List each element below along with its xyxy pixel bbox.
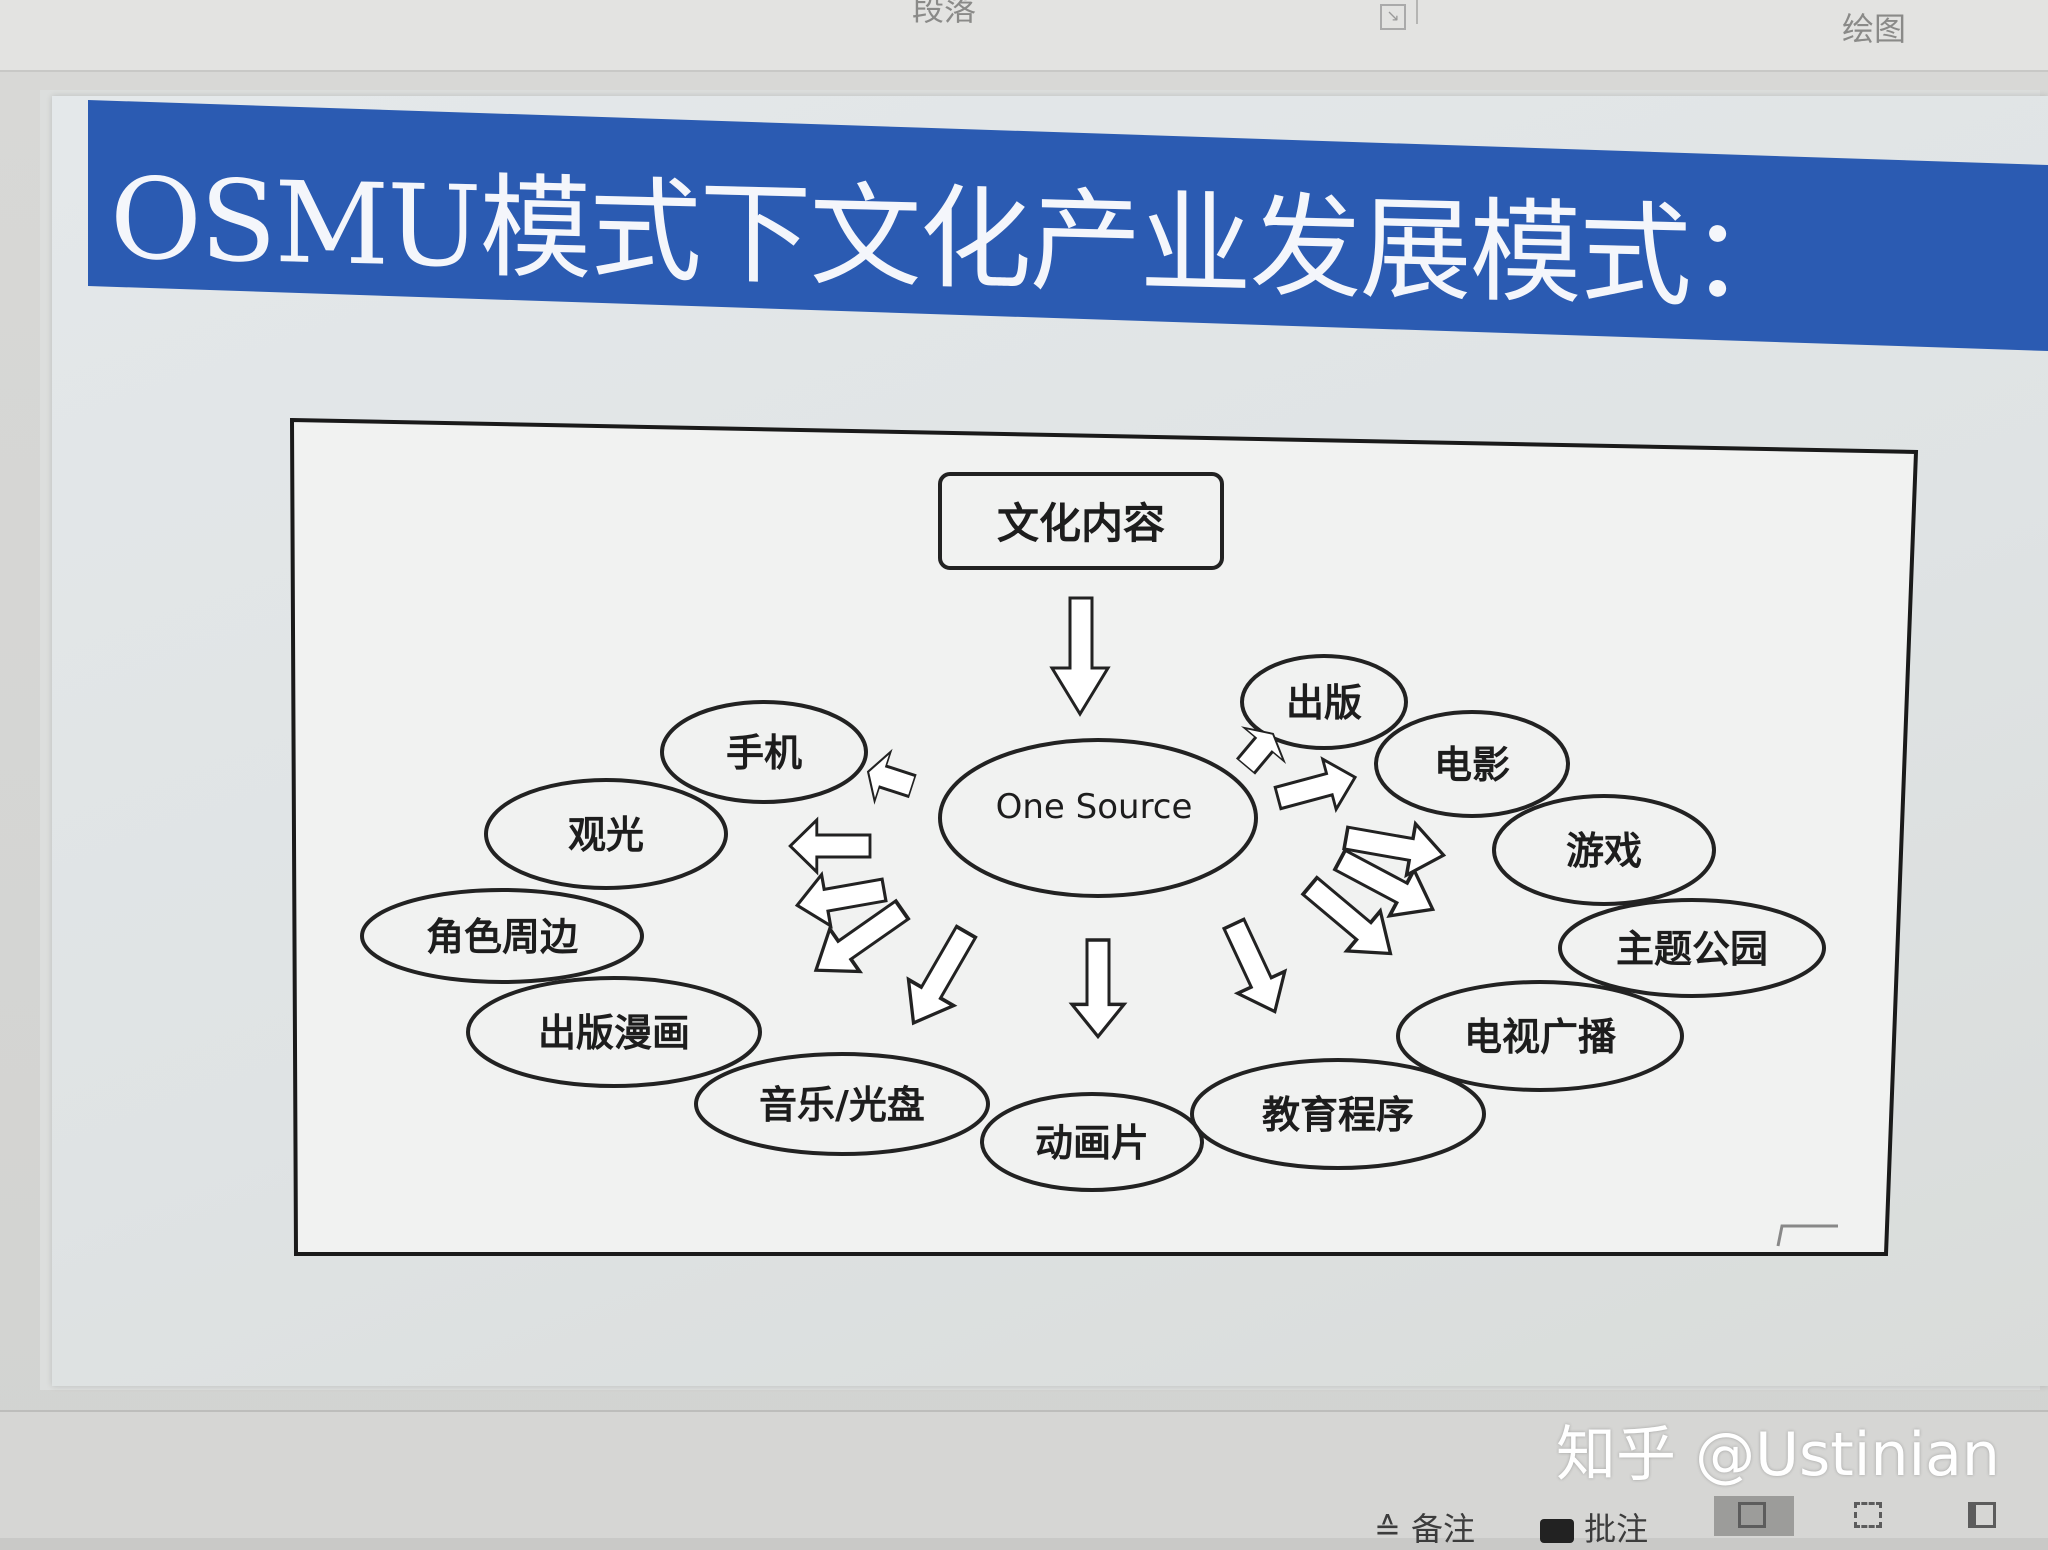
outcome-node: 观光 (484, 778, 728, 890)
dialog-launcher-icon[interactable]: ↘ (1380, 4, 1406, 30)
center-node: One Source (938, 738, 1258, 898)
slide-sorter-icon (1854, 1502, 1882, 1528)
outcome-node-label: 电影 (1434, 743, 1510, 787)
outcome-node: 动画片 (980, 1092, 1204, 1192)
outcome-node-label: 动画片 (1035, 1121, 1149, 1165)
notes-label: 备注 (1410, 1510, 1475, 1548)
comments-label: 批注 (1584, 1510, 1649, 1548)
comment-icon (1540, 1519, 1574, 1543)
slide-sorter-button[interactable] (1830, 1496, 1910, 1536)
outcome-node: 电影 (1374, 710, 1570, 818)
normal-view-icon (1738, 1502, 1766, 1528)
comments-button[interactable]: 批注 (1540, 1504, 1648, 1550)
outcome-node-label: 手机 (726, 731, 802, 775)
outcome-node: 游戏 (1492, 794, 1716, 906)
outcome-node: 教育程序 (1190, 1058, 1486, 1170)
outcome-node: 角色周边 (360, 888, 644, 984)
outcome-node-label: 主题公园 (1616, 927, 1768, 971)
outcome-node-ellipse (1240, 654, 1408, 750)
outcome-node-ellipse (1396, 980, 1684, 1092)
normal-view-button[interactable] (1714, 1496, 1794, 1536)
reading-view-icon (1968, 1502, 1996, 1528)
outcome-node-label: 观光 (568, 813, 644, 857)
outcome-node-label: 游戏 (1566, 829, 1642, 873)
diagram-frame (289, 417, 1919, 1256)
outcome-node-ellipse (466, 976, 762, 1088)
outcome-node-ellipse (1190, 1058, 1486, 1170)
source-box: 文化内容 (938, 472, 1224, 570)
outcome-node-ellipse (360, 888, 644, 984)
outcome-node-label: 出版漫画 (538, 1011, 690, 1055)
outcome-node: 电视广播 (1396, 980, 1684, 1092)
outcome-node-label: 角色周边 (426, 915, 578, 959)
outcome-node: 出版漫画 (466, 976, 762, 1088)
source-box-label: 文化内容 (997, 499, 1165, 548)
outcome-node: 主题公园 (1558, 898, 1826, 998)
reading-view-button[interactable] (1944, 1496, 2024, 1536)
notes-button[interactable]: ≙ 备注 (1374, 1510, 1475, 1548)
outcome-node-ellipse (694, 1052, 990, 1156)
outcome-node-label: 音乐/光盘 (759, 1083, 925, 1127)
outcome-node: 音乐/光盘 (694, 1052, 990, 1156)
ribbon: 段落 ↘ 绘图 (0, 0, 2048, 72)
center-node-label: One Source (996, 787, 1193, 827)
outcome-node: 手机 (660, 700, 868, 804)
outcome-node-label: 教育程序 (1262, 1093, 1414, 1137)
status-bar: ≙ 备注 批注 (0, 1410, 2048, 1548)
ribbon-separator (1416, 0, 1418, 24)
outcome-node-ellipse (484, 778, 728, 890)
outcome-node-ellipse (1374, 710, 1570, 818)
outcome-node-ellipse (660, 700, 868, 804)
ribbon-paragraph-label[interactable]: 段落 (912, 0, 977, 28)
outcome-node-label: 出版 (1286, 681, 1362, 725)
ribbon-drawing-label[interactable]: 绘图 (1842, 10, 1907, 48)
outcome-node-ellipse (1558, 898, 1826, 998)
outcome-node-ellipse (1492, 794, 1716, 906)
outcome-node-ellipse (980, 1092, 1204, 1192)
frame-corner-mark (1776, 1224, 1838, 1247)
outcome-node: 出版 (1240, 654, 1408, 750)
outcome-node-label: 电视广播 (1464, 1015, 1617, 1059)
arrow-down-icon (1049, 596, 1111, 717)
watermark: 知乎 @Ustinian (1556, 1420, 2000, 1490)
